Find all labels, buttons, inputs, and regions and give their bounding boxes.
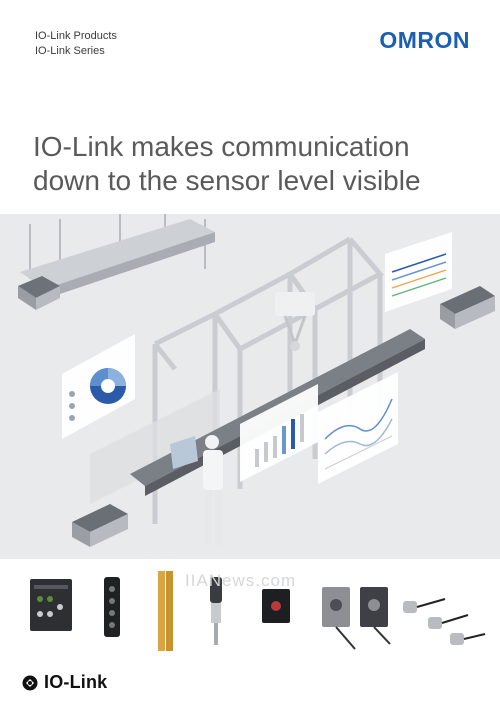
- agv-icon-bottom: [72, 504, 128, 547]
- io-link-logo: IO-Link: [22, 672, 107, 693]
- io-link-logo-text: IO-Link: [44, 672, 108, 692]
- bar-chart-panel-icon: [240, 384, 318, 482]
- photoelectric-sensor-e3z-icon-1: [322, 587, 356, 650]
- io-link-hub-icon: [104, 577, 120, 637]
- omron-logo: OMRON: [379, 27, 470, 53]
- trend-panel-icon: [385, 232, 452, 312]
- pie-chart-panel-icon: [62, 334, 135, 439]
- factory-illustration: [0, 214, 500, 559]
- laptop-icon: [170, 436, 198, 469]
- agv-icon: [18, 276, 60, 310]
- page-title: IO-Link makes communication down to the …: [33, 130, 483, 198]
- photoelectric-sensor-e3z-icon-2: [360, 587, 391, 645]
- product-category: IO-Link Products IO-Link Series: [35, 29, 117, 59]
- title-line-2: down to the sensor level visible: [33, 165, 421, 196]
- product-lineup: [0, 559, 500, 659]
- factory-scene-icon: [18, 214, 495, 547]
- line-chart-panel-icon: [318, 372, 398, 484]
- photoelectric-sensor-small-icon: [262, 589, 290, 623]
- title-line-1: IO-Link makes communication: [33, 131, 410, 162]
- proximity-sensor-icon: [403, 598, 486, 645]
- io-link-mark-icon: [22, 675, 38, 690]
- watermark: IIANews.com: [185, 571, 297, 590]
- category-line-2: IO-Link Series: [35, 45, 105, 57]
- operator-icon: [203, 435, 223, 545]
- light-curtain-icon: [158, 571, 173, 651]
- pressure-sensor-icon: [210, 577, 222, 645]
- product-lineup-icon: [30, 571, 486, 651]
- category-line-1: IO-Link Products: [35, 30, 117, 42]
- delta-robot-icon: [275, 292, 315, 351]
- io-link-master-unit-icon: [30, 579, 72, 631]
- agv-icon-right: [440, 286, 495, 329]
